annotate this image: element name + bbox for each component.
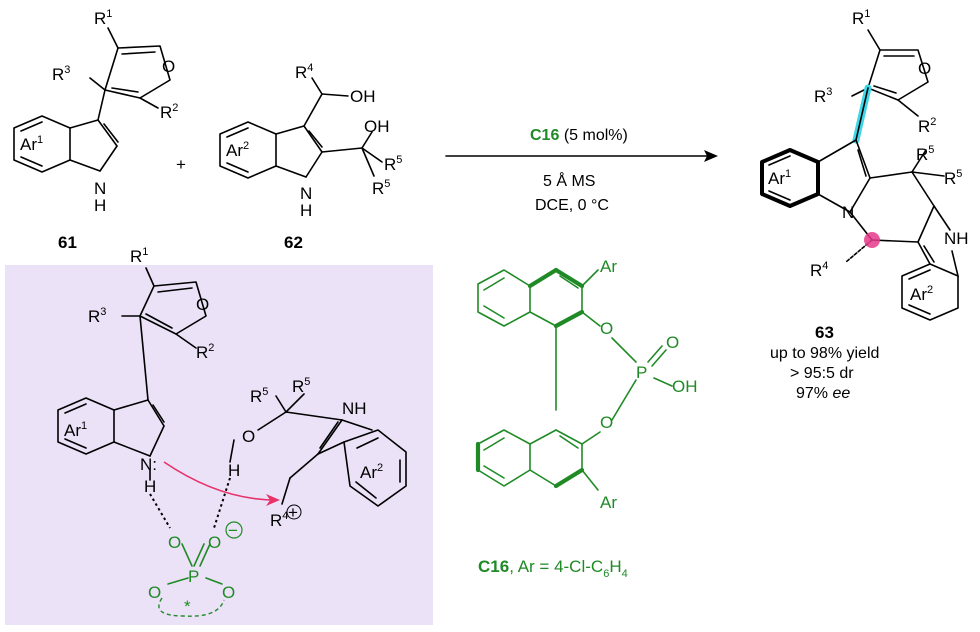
reaction-arrow [445, 150, 718, 162]
compound-63-id: 63 [815, 323, 834, 342]
o-label-cat-2: O [600, 413, 613, 432]
ar1-label-ts: Ar1 [64, 420, 87, 440]
o-label-61: O [162, 57, 175, 76]
plus-sign: + [176, 155, 186, 174]
anion-charge-marker [225, 521, 243, 539]
compound-61-id: 61 [58, 233, 77, 252]
stereocenter-marker [864, 232, 880, 248]
r4-label-62: R4 [295, 62, 313, 82]
o-label-ts-furan: O [196, 295, 209, 314]
ar1-label: Ar1 [20, 134, 43, 154]
r1-label-ts: R1 [130, 246, 148, 266]
n-label-63: N [842, 203, 854, 222]
catalyst-definition: C16, Ar = 4-Cl-C6H4 [478, 557, 628, 580]
ar2-label-62: Ar2 [226, 140, 249, 160]
o-label-phos-2: O [208, 533, 221, 552]
r1-label-63: R1 [852, 8, 870, 28]
compound-62-labels: Ar2 N H R4 OH OH R5 R5 62 [226, 62, 402, 252]
ts-labels: R1 R3 R2 O Ar1 N: H R5 R5 O H NH Ar2 R4 … [64, 246, 383, 530]
compound-62 [219, 77, 383, 179]
r2-label-ts: R2 [196, 342, 214, 362]
minus-charge-label: − [228, 521, 238, 540]
o-label-phos-4: O [222, 583, 235, 602]
r1-label-61: R1 [94, 8, 112, 28]
r5-label-63a: R5 [916, 144, 934, 164]
catalyst-c16 [475, 267, 673, 491]
o-label-63: O [918, 59, 931, 78]
result-yield: up to 98% yield [770, 345, 879, 362]
r5-label-62b: R5 [372, 178, 390, 198]
ar-label-lower: Ar [600, 493, 617, 512]
r4-label-63: R4 [810, 260, 828, 280]
r2-label-61: R2 [160, 102, 178, 122]
catalyst-condition: C16 (5 mol%) [530, 127, 628, 144]
o-label-cat-dbl: O [666, 333, 679, 352]
h-label-ts-oh: H [228, 461, 240, 480]
oh-label-cat: OH [672, 377, 698, 396]
ar2-label-ts: Ar2 [360, 462, 383, 482]
result-dr: > 95:5 dr [790, 365, 854, 382]
h-label-ts-nh: H [144, 477, 156, 496]
p-label-cat: P [636, 363, 647, 382]
o-label-ts-oh: O [242, 427, 255, 446]
n-label-61: N [94, 179, 106, 198]
oh-label-62a: OH [350, 87, 376, 106]
r3-label-ts: R3 [88, 306, 106, 326]
n-label-62: N [300, 184, 312, 203]
condition-ms: 5 Å MS [543, 171, 595, 190]
compound-63-labels: Ar1 N NH O R1 R3 R2 R5 R5 R4 Ar2 63 [768, 8, 969, 342]
o-label-phos-3: O [148, 583, 161, 602]
plus-charge-label: + [288, 503, 298, 522]
r3-label-61: R3 [52, 64, 70, 84]
compound-62-id: 62 [284, 233, 303, 252]
nh-label-ts: NH [342, 399, 367, 418]
r2-label-63: R2 [918, 116, 936, 136]
result-ee: 97% ee [796, 385, 850, 402]
compound-63 [760, 29, 959, 321]
h-label-61: H [94, 196, 106, 215]
compound-61-labels: Ar1 N H O R1 R3 R2 61 [20, 8, 178, 252]
catalyst-c16-labels: Ar O P O OH O Ar [600, 257, 698, 512]
o-label-phos-1: O [168, 533, 181, 552]
r5-label-ts-a: R5 [250, 386, 268, 406]
chiral-star: * [184, 597, 191, 616]
r3-label-63: R3 [814, 86, 832, 106]
n-label-ts: N: [140, 455, 157, 474]
oh-label-62b: OH [364, 117, 390, 136]
r5-label-ts-b: R5 [292, 376, 310, 396]
ts-phosphate: O O P O O * − [148, 521, 243, 617]
r5-label-62a: R5 [384, 154, 402, 174]
transition-state-panel [5, 265, 433, 625]
cation-charge-marker [286, 504, 302, 520]
ar2-label-63: Ar2 [910, 284, 933, 304]
h-label-62: H [300, 201, 312, 220]
compound-61 [13, 27, 171, 173]
nh-label-63: NH [944, 229, 969, 248]
condition-solvent-temp: DCE, 0 °C [535, 197, 609, 214]
ar-label-upper: Ar [600, 257, 617, 276]
ar1-label-63: Ar1 [768, 168, 791, 188]
p-label-phos: P [188, 567, 199, 586]
o-label-cat-1: O [600, 319, 613, 338]
r4-label-ts: R4 [270, 510, 288, 530]
ts-indole-furan [57, 267, 407, 529]
r5-label-63b: R5 [944, 168, 962, 188]
